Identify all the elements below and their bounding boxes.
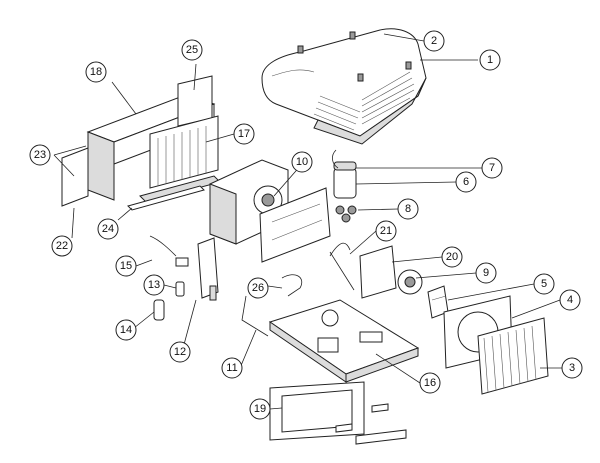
callout-21: 21 bbox=[375, 220, 397, 242]
callout-16: 16 bbox=[419, 372, 441, 394]
motor-assembly-part bbox=[329, 245, 449, 319]
svg-text:11: 11 bbox=[226, 362, 237, 374]
svg-text:12: 12 bbox=[174, 346, 186, 358]
svg-text:3: 3 bbox=[569, 362, 575, 374]
callout-17: 17 bbox=[233, 123, 255, 145]
callout-18: 18 bbox=[85, 61, 107, 83]
svg-text:21: 21 bbox=[380, 225, 392, 237]
callout-9: 9 bbox=[475, 262, 497, 284]
callout-15: 15 bbox=[115, 255, 137, 277]
svg-text:4: 4 bbox=[567, 294, 573, 306]
svg-text:15: 15 bbox=[120, 260, 132, 272]
small-parts bbox=[149, 235, 351, 337]
callout-1: 1 bbox=[479, 49, 501, 71]
callout-6: 6 bbox=[455, 171, 477, 193]
svg-text:18: 18 bbox=[90, 66, 102, 78]
callout-24: 24 bbox=[97, 218, 119, 240]
callout-22: 22 bbox=[51, 235, 73, 257]
svg-text:10: 10 bbox=[296, 156, 308, 168]
svg-text:22: 22 bbox=[56, 240, 68, 252]
svg-text:2: 2 bbox=[431, 35, 437, 47]
callout-23: 23 bbox=[29, 144, 51, 166]
leader-lines bbox=[53, 33, 562, 410]
svg-text:25: 25 bbox=[186, 44, 198, 56]
blower-housing-part bbox=[209, 159, 331, 263]
svg-text:16: 16 bbox=[424, 377, 436, 389]
callout-8: 8 bbox=[397, 198, 419, 220]
svg-text:26: 26 bbox=[252, 282, 264, 294]
control-box-part bbox=[197, 237, 219, 301]
svg-text:9: 9 bbox=[483, 267, 489, 279]
svg-text:19: 19 bbox=[254, 403, 266, 415]
callout-11: 11 bbox=[221, 357, 243, 379]
svg-text:7: 7 bbox=[489, 162, 495, 174]
cover-panel-part bbox=[61, 75, 221, 207]
ceiling-frame-part bbox=[269, 381, 407, 445]
svg-text:17: 17 bbox=[238, 128, 250, 140]
svg-text:24: 24 bbox=[102, 223, 114, 235]
callout-20: 20 bbox=[441, 246, 463, 268]
callout-5: 5 bbox=[533, 273, 555, 295]
compressor-part bbox=[332, 149, 357, 223]
svg-text:6: 6 bbox=[463, 176, 469, 188]
svg-text:13: 13 bbox=[148, 279, 160, 291]
shroud-cover-part bbox=[261, 28, 427, 145]
callout-3: 3 bbox=[561, 357, 583, 379]
svg-text:5: 5 bbox=[541, 278, 547, 290]
callout-2: 2 bbox=[423, 30, 445, 52]
svg-text:14: 14 bbox=[120, 324, 132, 336]
callout-12: 12 bbox=[169, 341, 191, 363]
svg-text:8: 8 bbox=[405, 203, 411, 215]
svg-text:23: 23 bbox=[34, 149, 46, 161]
svg-text:20: 20 bbox=[446, 251, 458, 263]
callout-7: 7 bbox=[481, 157, 503, 179]
condenser-part bbox=[443, 295, 549, 395]
svg-text:1: 1 bbox=[487, 54, 493, 66]
base-pan-part bbox=[268, 299, 420, 383]
callout-13: 13 bbox=[143, 274, 165, 296]
callout-19: 19 bbox=[249, 398, 271, 420]
callout-10: 10 bbox=[291, 151, 313, 173]
callout-14: 14 bbox=[115, 319, 137, 341]
callout-4: 4 bbox=[559, 289, 581, 311]
callout-26: 26 bbox=[247, 277, 269, 299]
callout-25: 25 bbox=[181, 39, 203, 61]
